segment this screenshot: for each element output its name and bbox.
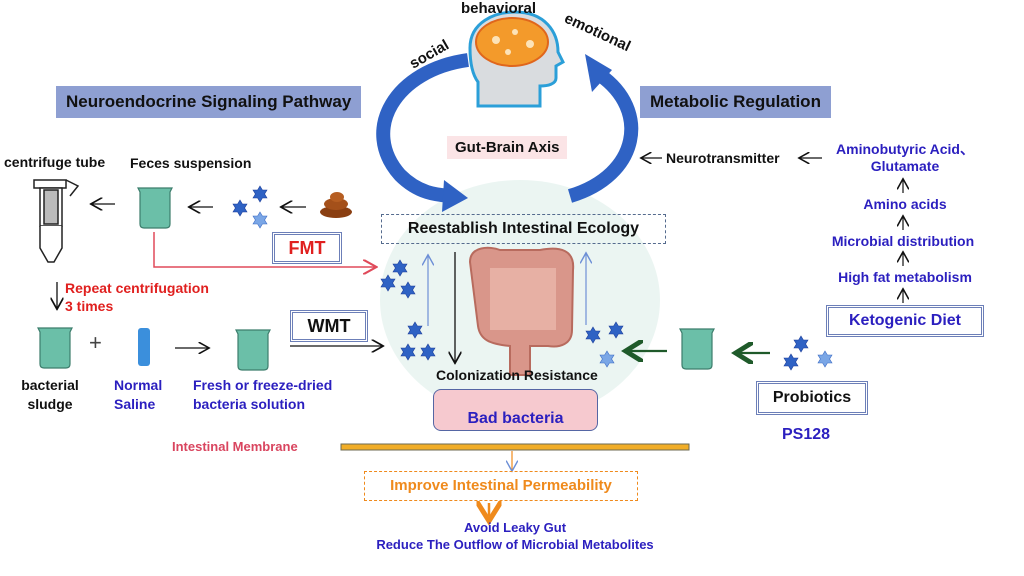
plus-sign: + xyxy=(89,330,102,355)
right-curved-arrow xyxy=(567,69,639,203)
left-curved-arrow xyxy=(376,53,470,203)
ketogenic-diet-label: Ketogenic Diet xyxy=(826,305,984,337)
centrifuge-tube-icon xyxy=(33,179,80,263)
repeat-times-label: 3 times xyxy=(65,298,114,314)
feces-suspension-beaker-icon xyxy=(137,187,173,229)
bacteria-solution-line-2: bacteria solution xyxy=(193,396,306,412)
bad-bacteria-label: Bad bacteria xyxy=(467,410,564,427)
wmt-label: WMT xyxy=(290,310,368,342)
feces-icon xyxy=(320,192,352,218)
bad-bacteria-box: Bad bacteria xyxy=(433,389,598,431)
intestinal-membrane-bar xyxy=(340,443,690,451)
normal-saline-line-2: Saline xyxy=(114,396,156,412)
intestine-icon xyxy=(468,246,575,376)
repeat-centrifugation-label: Repeat centrifugation xyxy=(65,280,209,296)
normal-saline-label: Normal Saline xyxy=(114,376,162,414)
avoid-leaky-gut-label: Avoid Leaky Gut xyxy=(463,520,567,535)
neuroendocrine-banner: Neuroendocrine Signaling Pathway xyxy=(56,86,362,118)
bacteria-solution-beaker-icon xyxy=(235,329,271,371)
right-arrowhead xyxy=(585,54,612,92)
feces-suspension-label: Feces suspension xyxy=(130,155,252,171)
microbial-distribution-label: Microbial distribution xyxy=(831,233,975,249)
centrifuge-tube-label: centrifuge tube xyxy=(4,154,106,170)
amino-acids-label: Amino acids xyxy=(863,196,947,212)
brain-label-behavioral: behavioral xyxy=(461,0,537,17)
metabolic-regulation-banner: Metabolic Regulation xyxy=(640,86,831,118)
bacterial-sludge-line-1: bacterial xyxy=(21,377,79,393)
bacterial-sludge-label: bacterial sludge xyxy=(10,376,90,414)
normal-saline-line-1: Normal xyxy=(114,377,163,393)
bacteria-solution-line-1: Fresh or freeze-dried xyxy=(193,377,333,393)
bacterial-sludge-line-2: sludge xyxy=(27,396,73,412)
aminobutyric-line-2: Glutamate xyxy=(870,158,940,174)
neurotransmitter-label: Neurotransmitter xyxy=(666,150,780,166)
brain-head-icon xyxy=(468,10,565,108)
ps128-label: PS128 xyxy=(782,426,831,443)
probiotics-beaker-icon xyxy=(679,328,715,370)
aminobutyric-line-1: Aminobutyric Acid、 xyxy=(836,141,974,157)
outcome-text: Avoid Leaky Gut Reduce The Outflow of Mi… xyxy=(330,519,700,553)
reduce-outflow-label: Reduce The Outflow of Microbial Metaboli… xyxy=(376,537,654,552)
fmt-label: FMT xyxy=(272,232,342,264)
saline-tube-icon xyxy=(138,328,150,366)
improve-permeability-label: Improve Intestinal Permeability xyxy=(364,471,638,501)
left-arrowhead xyxy=(442,180,468,212)
colonization-resistance-label: Colonization Resistance xyxy=(436,367,598,383)
high-fat-metabolism-label: High fat metabolism xyxy=(838,269,972,285)
probiotics-label: Probiotics xyxy=(756,381,868,415)
aminobutyric-acid-label: Aminobutyric Acid、 Glutamate xyxy=(820,141,990,175)
bacterial-sludge-beaker-icon xyxy=(37,327,73,369)
bacteria-solution-label: Fresh or freeze-dried bacteria solution xyxy=(193,376,332,414)
intestinal-membrane-label: Intestinal Membrane xyxy=(172,439,298,454)
gut-brain-axis-label: Gut-Brain Axis xyxy=(447,136,568,159)
reestablish-ecology-label: Reestablish Intestinal Ecology xyxy=(381,214,666,244)
